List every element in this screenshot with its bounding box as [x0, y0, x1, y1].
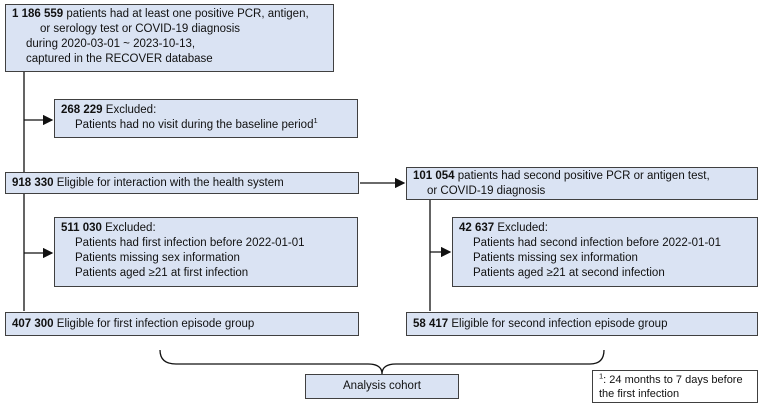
excluded-3-count: 42 637	[459, 222, 495, 234]
excluded-3-reason-3: Patients aged ≥21 at second infection	[473, 267, 665, 279]
box-first-infection-group: 407 300 Eligible for first infection epi…	[5, 312, 359, 336]
excluded-1-footnote-mark: 1	[313, 116, 318, 126]
excluded-3-label: Excluded:	[494, 222, 548, 234]
footnote-mark: 1	[599, 371, 604, 381]
box-excluded-2: 511 030 Excluded: Patients had first inf…	[54, 217, 358, 287]
excluded-1-label: Excluded:	[102, 104, 157, 116]
excluded-1-reason: Patients had no visit during the baselin…	[75, 119, 314, 131]
box-excluded-3: 42 637 Excluded: Patients had second inf…	[452, 217, 758, 287]
excluded-1-count: 268 229	[61, 104, 103, 116]
excluded-3-reason-2: Patients missing sex information	[473, 252, 638, 264]
second-infection-text-1: patients had second positive PCR or anti…	[454, 170, 710, 182]
excluded-3-reason-1: Patients had second infection before 202…	[473, 237, 722, 249]
excluded-2-label: Excluded:	[101, 222, 156, 234]
analysis-cohort-label: Analysis cohort	[343, 380, 421, 392]
second-infection-text-2: or COVID-19 diagnosis	[427, 185, 546, 197]
eligible-count: 918 330	[12, 177, 54, 189]
initial-text-3: during 2020-03-01 ~ 2023-10-13,	[26, 38, 196, 50]
eligible-label: Eligible for interaction with the health…	[53, 177, 284, 189]
first-group-label: Eligible for first infection episode gro…	[53, 318, 255, 330]
box-eligible-health-system: 918 330 Eligible for interaction with th…	[5, 172, 359, 194]
excluded-2-count: 511 030	[61, 222, 102, 234]
excluded-2-reason-1: Patients had first infection before 2022…	[75, 237, 305, 249]
box-analysis-cohort: Analysis cohort	[305, 374, 459, 399]
box-excluded-1: 268 229 Excluded: Patients had no visit …	[54, 99, 358, 138]
second-infection-count: 101 054	[413, 170, 455, 182]
excluded-2-reason-2: Patients missing sex information	[75, 252, 240, 264]
initial-text-1: patients had at least one positive PCR, …	[63, 8, 309, 20]
grouping-brace	[159, 349, 605, 375]
box-second-infection: 101 054 patients had second positive PCR…	[406, 167, 758, 200]
box-second-infection-group: 58 417 Eligible for second infection epi…	[406, 312, 758, 336]
excluded-2-reason-3: Patients aged ≥21 at first infection	[75, 267, 249, 279]
initial-text-4: captured in the RECOVER database	[26, 53, 213, 65]
initial-text-2: or serology test or COVID-19 diagnosis	[40, 23, 241, 35]
second-group-count: 58 417	[413, 318, 449, 330]
footnote-text-1: : 24 months to 7 days before	[603, 374, 743, 386]
initial-count: 1 186 559	[12, 8, 64, 20]
footnote-text-2: the first infection	[599, 388, 680, 400]
second-group-label: Eligible for second infection episode gr…	[448, 318, 668, 330]
footnote-box: 1: 24 months to 7 days before the first …	[592, 370, 758, 403]
box-initial-patients: 1 186 559 patients had at least one posi…	[5, 4, 334, 72]
first-group-count: 407 300	[12, 318, 54, 330]
